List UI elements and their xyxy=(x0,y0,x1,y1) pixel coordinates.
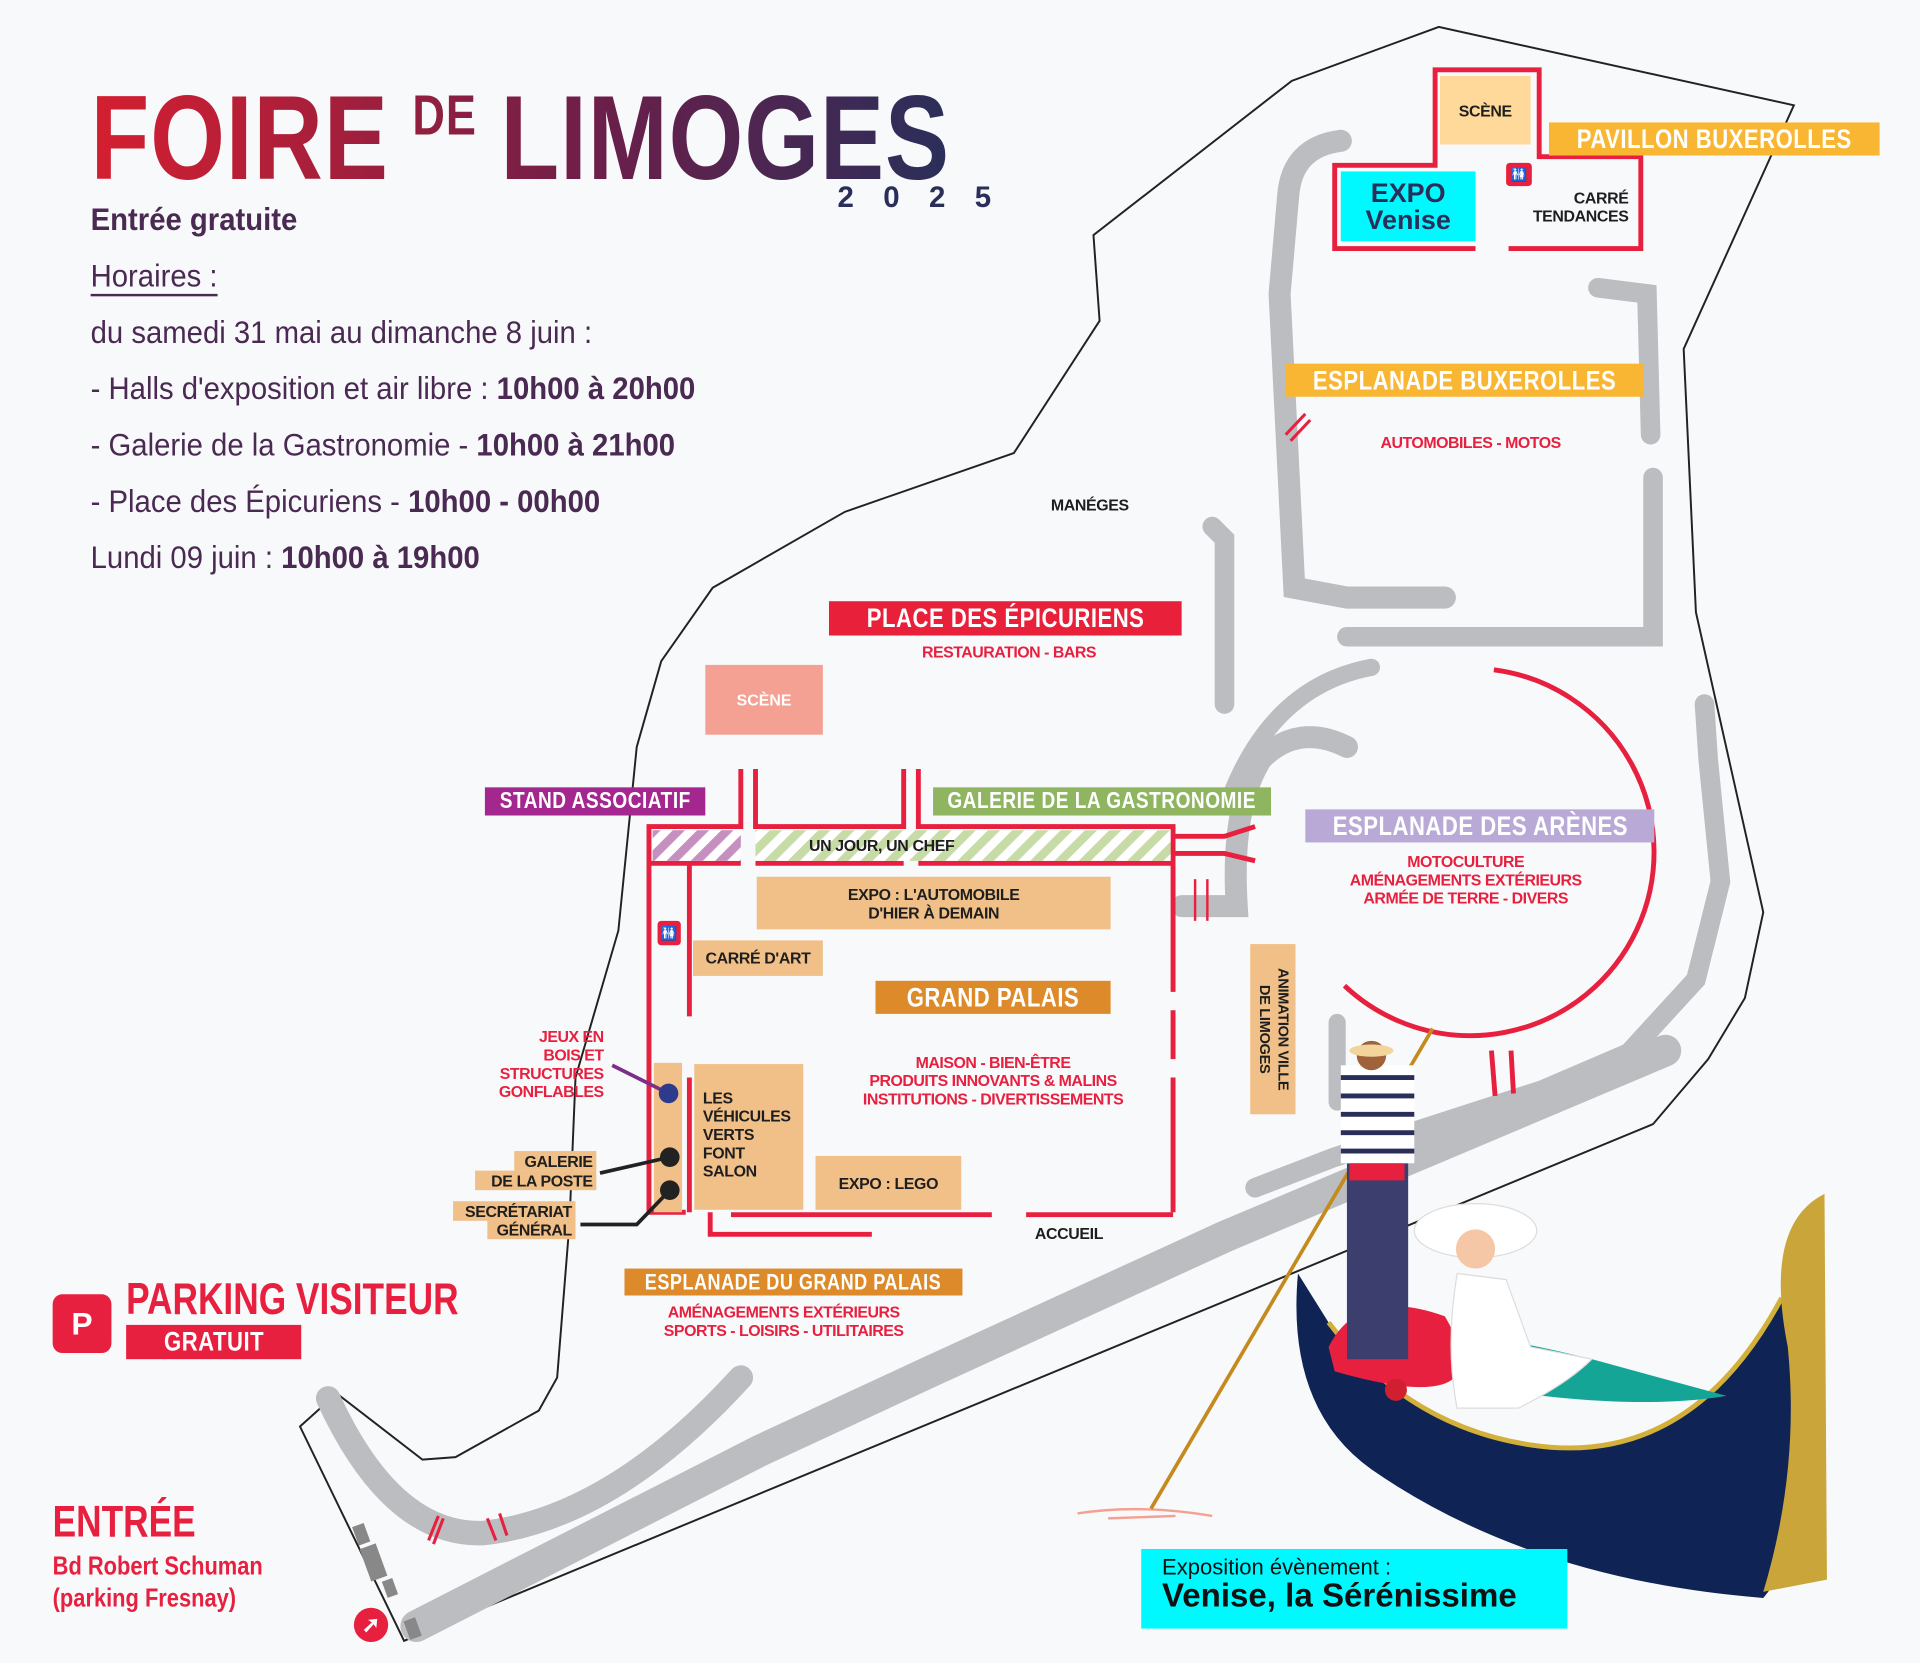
entrance-title: ENTRÉE xyxy=(52,1496,196,1547)
secretariat-marker xyxy=(660,1180,680,1201)
poste-marker xyxy=(660,1147,680,1167)
entry-info: Entrée gratuite xyxy=(90,200,298,238)
pavillon-buxerolles-label[interactable]: PAVILLON BUXEROLLES xyxy=(1548,122,1880,156)
gastronomie-zone xyxy=(755,830,1171,861)
toilet-icon: 🚻 xyxy=(657,920,681,946)
hours-heading: Horaires : xyxy=(90,257,218,294)
epicuriens-scene[interactable]: SCÈNE xyxy=(705,664,823,735)
hours-line: Lundi 09 juin : 10h00 à 19h00 xyxy=(90,538,480,576)
carre-art-zone[interactable]: CARRÉ D'ART xyxy=(693,940,823,976)
toilet-icon: 🚻 xyxy=(1506,162,1532,187)
jeux-pointer xyxy=(611,1063,667,1094)
poste-pointer xyxy=(599,1155,671,1175)
hours-line: - Galerie de la Gastronomie - 10h00 à 21… xyxy=(90,426,676,463)
grand-palais-label[interactable]: GRAND PALAIS xyxy=(875,980,1111,1014)
place-epicuriens-label[interactable]: PLACE DES ÉPICURIENS xyxy=(828,601,1182,636)
hours-line: - Halls d'exposition et air libre : 10h0… xyxy=(90,369,696,407)
entrance-address: Bd Robert Schuman(parking Fresnay) xyxy=(52,1552,263,1613)
secretariat-label[interactable]: GÉNÉRAL xyxy=(487,1219,576,1240)
secretariat-label[interactable]: SECRÉTARIAT xyxy=(453,1201,576,1221)
galerie-gastronomie-label[interactable]: GALERIE DE LA GASTRONOMIE xyxy=(933,787,1272,816)
road-gates xyxy=(427,412,1312,1545)
galerie-poste-label[interactable]: DE LA POSTE xyxy=(475,1170,597,1191)
parking-badge: GRATUIT xyxy=(126,1324,302,1360)
maneges-label[interactable]: MANÉGES xyxy=(1050,495,1129,515)
year: 2025 xyxy=(837,181,1021,215)
galerie-poste-label[interactable]: GALERIE xyxy=(514,1151,597,1171)
esplanade-grand-palais-label[interactable]: ESPLANADE DU GRAND PALAIS xyxy=(624,1268,963,1296)
expo-lego-zone[interactable]: EXPO : LEGO xyxy=(815,1155,962,1210)
esplanade-arenes-label[interactable]: ESPLANADE DES ARÈNES xyxy=(1305,809,1655,843)
hours-period: du samedi 31 mai au dimanche 8 juin : xyxy=(90,313,593,351)
secretariat-pointer xyxy=(580,1188,672,1227)
stand-associatif-zone xyxy=(652,830,741,861)
esplanade-buxerolles-label[interactable]: ESPLANADE BUXEROLLES xyxy=(1285,363,1644,397)
parking-title: PARKING VISITEUR xyxy=(126,1273,459,1324)
hours-line: - Place des Épicuriens - 10h00 - 00h00 xyxy=(90,482,601,520)
parking-icon: P xyxy=(52,1294,112,1354)
site-outline xyxy=(298,25,1796,1643)
accueil-label[interactable]: ACCUEIL xyxy=(1034,1224,1104,1243)
entrance-arrow-icon[interactable]: ➚ xyxy=(353,1607,389,1643)
un-jour-un-chef-label[interactable]: UN JOUR, UN CHEF xyxy=(808,836,955,855)
pavillon-scene[interactable]: SCÈNE xyxy=(1440,75,1531,145)
parking-blocks xyxy=(352,1522,422,1640)
esplanade-buxerolles-sub: AUTOMOBILES - MOTOS xyxy=(1380,433,1561,452)
jeux-marker xyxy=(658,1083,679,1104)
expo-venise-banner[interactable]: Exposition évènement : Venise, la Séréni… xyxy=(1141,1548,1568,1629)
place-epicuriens-sub: RESTAURATION - BARS xyxy=(921,642,1097,662)
stand-associatif-label[interactable]: STAND ASSOCIATIF xyxy=(484,787,706,816)
gondola-illustration xyxy=(1077,1027,1827,1598)
